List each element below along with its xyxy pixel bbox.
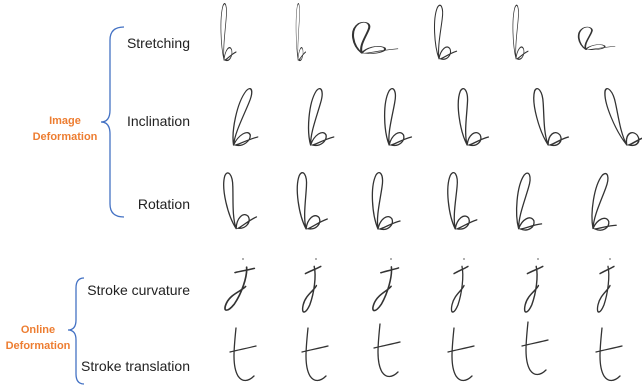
handwritten-b-icon bbox=[220, 168, 259, 231]
handwritten-b-icon bbox=[227, 87, 272, 147]
handwritten-j-icon bbox=[523, 265, 544, 313]
j-dots bbox=[242, 258, 611, 260]
handwritten-b-icon bbox=[529, 87, 571, 147]
handwritten-b-icon bbox=[586, 171, 627, 235]
handwritten-j-icon bbox=[596, 265, 615, 313]
stroke-translation-samples bbox=[229, 321, 623, 382]
handwritten-j-icon bbox=[450, 265, 469, 313]
handwritten-j-icon bbox=[371, 264, 400, 314]
stretching-samples bbox=[220, 2, 616, 62]
image-deformation-label: Image Deformation bbox=[32, 115, 98, 143]
handwritten-t-icon bbox=[301, 327, 329, 382]
handwritten-j-icon bbox=[223, 264, 256, 315]
handwritten-t-icon bbox=[447, 327, 475, 382]
image-deformation-brace bbox=[100, 26, 125, 218]
handwritten-j-icon bbox=[301, 265, 322, 313]
stroke-curvature-samples bbox=[223, 264, 615, 315]
handwritten-b-icon bbox=[220, 2, 237, 62]
handwritten-t-icon bbox=[595, 327, 623, 382]
handwritten-b-icon bbox=[512, 171, 549, 233]
row-label-stroke-curvature: Stroke curvature bbox=[87, 282, 190, 298]
handwritten-b-icon bbox=[512, 4, 529, 60]
handwritten-b-icon bbox=[382, 87, 414, 147]
row-label-inclination: Inclination bbox=[126, 113, 190, 129]
handwritten-b-icon bbox=[433, 4, 458, 60]
handwritten-b-icon bbox=[446, 170, 478, 231]
row-label-stroke-translation: Stroke translation bbox=[81, 358, 190, 374]
row-label-rotation: Rotation bbox=[137, 196, 190, 212]
online-deformation-label: Online Deformation bbox=[5, 324, 71, 352]
handwritten-t-icon bbox=[521, 321, 549, 376]
handwritten-b-icon bbox=[577, 26, 616, 51]
handwritten-b-icon bbox=[599, 87, 642, 147]
handwritten-b-icon bbox=[295, 2, 307, 62]
rotation-samples bbox=[220, 168, 627, 235]
row-label-stretching: Stretching bbox=[126, 35, 190, 51]
handwritten-t-icon bbox=[373, 323, 401, 378]
handwritten-b-icon bbox=[371, 171, 401, 231]
inclination-samples bbox=[227, 87, 642, 147]
handwritten-t-icon bbox=[229, 327, 257, 382]
handwritten-b-icon bbox=[304, 87, 342, 147]
handwritten-b-icon bbox=[294, 170, 329, 231]
online-deformation-brace bbox=[67, 277, 85, 385]
handwritten-b-icon bbox=[351, 21, 399, 55]
handwritten-b-icon bbox=[455, 87, 490, 147]
